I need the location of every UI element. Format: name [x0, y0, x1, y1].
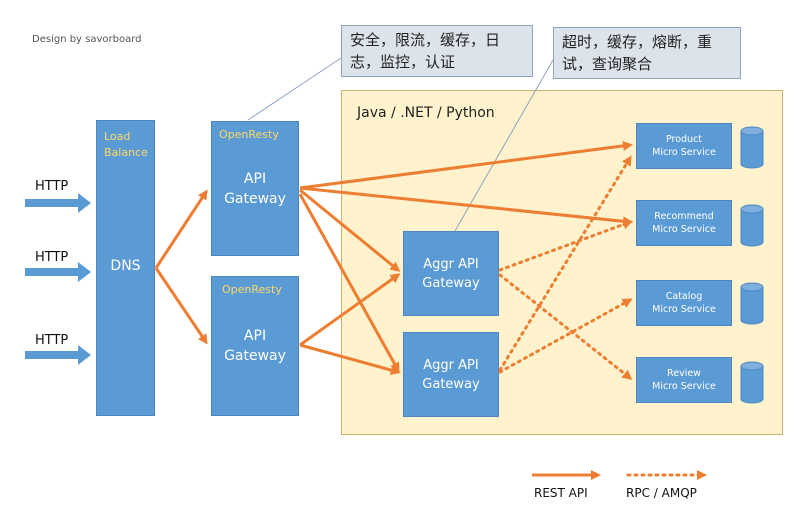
label-line: Recommend: [654, 211, 714, 222]
rest-arrow: [299, 186, 633, 227]
label-line: Gateway: [422, 275, 480, 291]
title-line: Load: [104, 130, 131, 143]
dns-label: DNS: [110, 258, 141, 274]
label-line: Gateway: [422, 376, 480, 392]
callout-line: 志，监控，认证: [350, 53, 456, 71]
rpc-connectors: [498, 155, 633, 380]
callout-line: 安全，限流，缓存，日: [350, 31, 501, 49]
database-icon: [740, 204, 764, 247]
service-recommend: Recommend Micro Service: [636, 200, 732, 246]
label-line: Review: [667, 368, 701, 379]
label-line: Micro Service: [652, 381, 716, 392]
rest-arrow: [154, 267, 208, 345]
load-balancer-node: Load Balance DNS: [96, 120, 155, 416]
label-line: Gateway: [224, 191, 286, 207]
http-label: HTTP: [35, 179, 69, 194]
api-gateway-2: OpenResty API Gateway: [211, 276, 299, 416]
aggregation-features-callout: 超时，缓存，熔断，重 试，查询聚合: [553, 27, 741, 79]
legend-rest-label: REST API: [534, 486, 588, 500]
http-arrow-icon: [25, 262, 91, 282]
gateway-label: API Gateway: [212, 164, 298, 214]
label-line: API: [243, 328, 267, 344]
callout-line: 超时，缓存，熔断，重: [562, 33, 713, 51]
service-review: Review Micro Service: [636, 357, 732, 403]
callout-leader-right: [454, 59, 554, 232]
gateway-features-callout: 安全，限流，缓存，日 志，监控，认证: [341, 25, 533, 77]
label-line: Aggr API: [423, 256, 479, 272]
title-line: Balance: [104, 146, 148, 159]
gateway-title: OpenResty: [222, 283, 282, 296]
legend-rpc-label: RPC / AMQP: [626, 486, 697, 500]
rest-arrow: [299, 343, 401, 375]
gateway-label: API Gateway: [212, 321, 298, 371]
http-arrow-icon: [25, 345, 91, 365]
database-icon: [740, 361, 764, 404]
http-label: HTTP: [35, 250, 69, 265]
region-label: Java / .NET / Python: [357, 105, 495, 121]
callout-line: 试，查询聚合: [562, 55, 653, 73]
label-line: Product: [665, 134, 703, 145]
design-credit: Design by savorboard: [32, 34, 142, 45]
databases: [740, 126, 764, 404]
aggr-api-gateway-1: Aggr API Gateway: [403, 231, 499, 316]
service-product: Product Micro Service: [636, 123, 732, 169]
label-line: Micro Service: [652, 224, 716, 235]
aggr-api-gateway-2: Aggr API Gateway: [403, 332, 499, 417]
label-line: Aggr API: [423, 357, 479, 373]
rpc-arrow: [498, 273, 633, 380]
rest-arrow: [299, 140, 633, 190]
label-line: Micro Service: [652, 147, 716, 158]
label-line: Catalog: [665, 291, 703, 302]
database-icon: [740, 282, 764, 325]
label-line: API: [243, 171, 267, 187]
rpc-arrow: [498, 155, 632, 372]
callout-leader-left: [247, 57, 342, 121]
rest-arrow: [154, 189, 208, 269]
rest-arrow: [299, 273, 401, 347]
rpc-arrow: [498, 219, 633, 272]
database-icon: [740, 126, 764, 169]
http-arrow-icon: [25, 193, 91, 213]
service-catalog: Catalog Micro Service: [636, 280, 732, 326]
gateway-title: OpenResty: [219, 128, 279, 141]
rest-arrow: [299, 188, 401, 272]
load-balancer-title: Load Balance: [104, 129, 148, 161]
rest-api-connectors: [154, 140, 633, 375]
http-label: HTTP: [35, 333, 69, 348]
label-line: Gateway: [224, 348, 286, 364]
rest-arrow: [298, 193, 400, 373]
label-line: Micro Service: [652, 304, 716, 315]
http-block-arrows: [25, 193, 91, 365]
api-gateway-1: OpenResty API Gateway: [211, 121, 299, 256]
